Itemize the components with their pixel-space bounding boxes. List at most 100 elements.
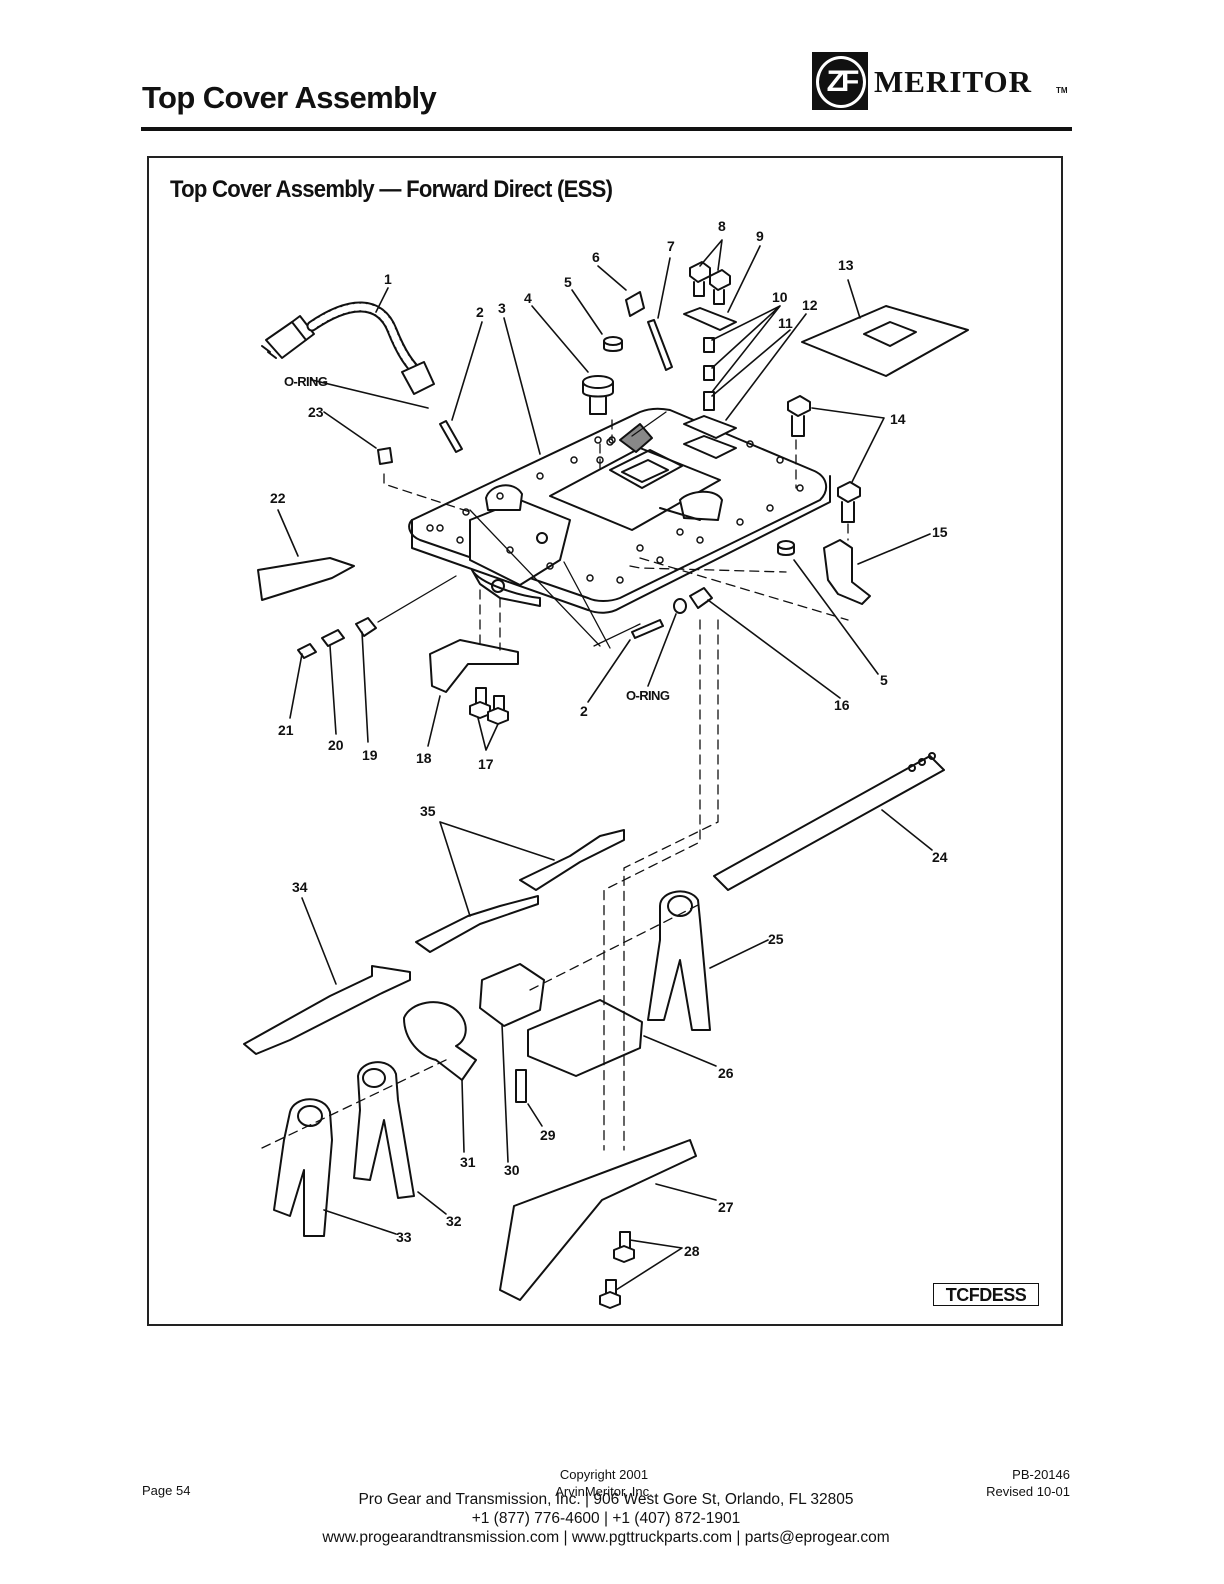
callout-35: 35 xyxy=(420,803,436,819)
callout-22: 22 xyxy=(270,490,286,506)
callout-7: 7 xyxy=(667,238,675,254)
page-number: Page 54 xyxy=(142,1483,191,1498)
callout-13: 13 xyxy=(838,257,854,273)
part-35-gate-bars xyxy=(415,829,625,953)
link-lines xyxy=(377,411,667,649)
figure-title: Top Cover Assembly — Forward Direct (ESS… xyxy=(170,176,613,203)
part-25-shift-fork xyxy=(647,890,711,1031)
part-16-plug xyxy=(673,587,713,614)
part-1-wiring-harness xyxy=(261,301,435,395)
callout-14: 14 xyxy=(890,411,906,427)
part-8-bolts xyxy=(689,261,731,305)
oring-label-upper: O-RING xyxy=(284,374,328,389)
part-18-interlock-bracket xyxy=(429,639,519,693)
part-5-plug-upper xyxy=(603,336,623,352)
part-19-21-plunger-spring xyxy=(297,617,377,659)
callout-5-lower: 5 xyxy=(880,672,888,688)
document-number: PB-20146 xyxy=(1012,1467,1070,1482)
zf-logo-mark: ZF xyxy=(812,52,868,110)
callout-26: 26 xyxy=(718,1065,734,1081)
dealer-stamp: Pro Gear and Transmission, Inc. | 906 We… xyxy=(250,1490,962,1547)
callout-18: 18 xyxy=(416,750,432,766)
callout-11: 11 xyxy=(778,315,793,331)
part-3-top-cover-housing xyxy=(408,407,831,614)
part-24-shift-rail xyxy=(713,752,945,891)
part-31-interlock xyxy=(403,1001,477,1081)
copyright: Copyright 2001 ArvinMeritor, Inc. xyxy=(554,1466,654,1500)
page-title: Top Cover Assembly xyxy=(142,80,437,115)
callout-2-lower: 2 xyxy=(580,703,588,719)
callout-27: 27 xyxy=(718,1199,734,1215)
part-30-shift-lug xyxy=(479,963,545,1027)
part-10-11-springs xyxy=(703,337,715,411)
callout-9: 9 xyxy=(756,228,764,244)
callout-24: 24 xyxy=(932,849,948,865)
figure-code-box: TCFDESS xyxy=(933,1283,1039,1306)
part-28-bolts xyxy=(599,1231,635,1309)
dealer-links: www.progearandtransmission.com | www.pgt… xyxy=(322,1529,890,1546)
part-15-bracket xyxy=(823,539,871,605)
trademark-symbol: TM xyxy=(1056,86,1068,95)
part-7-pin xyxy=(647,319,673,371)
part-12-gasket-plates xyxy=(683,415,737,459)
exploded-parts-diagram: 1 2 3 4 5 6 7 8 9 10 11 12 13 14 15 16 5… xyxy=(243,218,969,1309)
alignment-lines xyxy=(261,419,849,1151)
dealer-address: Pro Gear and Transmission, Inc. | 906 We… xyxy=(358,1491,854,1508)
part-17-bolts xyxy=(469,687,509,725)
callout-31: 31 xyxy=(460,1154,476,1170)
part-6-detent-plunger xyxy=(625,291,645,317)
housing-bolt-holes xyxy=(426,436,804,584)
callout-12: 12 xyxy=(802,297,818,313)
callout-30: 30 xyxy=(504,1162,520,1178)
callout-17: 17 xyxy=(478,756,494,772)
part-4-breather xyxy=(582,375,614,415)
revision-date: Revised 10-01 xyxy=(986,1484,1070,1499)
callout-19: 19 xyxy=(362,747,378,763)
part-13-gasket xyxy=(801,305,969,377)
callout-25: 25 xyxy=(768,931,784,947)
callout-29: 29 xyxy=(540,1127,556,1143)
part-33-shift-fork xyxy=(273,1098,333,1237)
callout-15: 15 xyxy=(932,524,948,540)
document-info: PB-20146 Revised 10-01 xyxy=(962,1466,1070,1500)
callout-33: 33 xyxy=(396,1229,412,1245)
callout-6: 6 xyxy=(592,249,600,265)
part-34-gate-bar xyxy=(243,965,411,1055)
part-2-dowel-pin-upper xyxy=(439,420,463,453)
callout-34: 34 xyxy=(292,879,308,895)
callout-28: 28 xyxy=(684,1243,700,1259)
part-2-dowel-pin-lower xyxy=(631,619,664,639)
callout-20: 20 xyxy=(328,737,344,753)
callout-5-upper: 5 xyxy=(564,274,572,290)
callout-23: 23 xyxy=(308,404,324,420)
oring-label-lower: O-RING xyxy=(626,688,670,703)
callout-16: 16 xyxy=(834,697,850,713)
part-32-shift-fork xyxy=(353,1061,415,1199)
callout-1: 1 xyxy=(384,271,392,287)
part-26-shift-block xyxy=(527,999,643,1077)
callout-3: 3 xyxy=(498,300,506,316)
callout-10: 10 xyxy=(772,289,788,305)
callout-2-upper: 2 xyxy=(476,304,484,320)
meritor-wordmark: MERITOR xyxy=(874,64,1033,99)
part-14-bolts xyxy=(787,395,861,523)
callout-4: 4 xyxy=(524,290,532,306)
part-27-gate-plate xyxy=(499,1139,697,1301)
callout-numbers: 1 2 3 4 5 6 7 8 9 10 11 12 13 14 15 16 5… xyxy=(270,218,948,1259)
figure-frame xyxy=(147,156,1063,1326)
header-rule xyxy=(141,127,1072,131)
part-22-sealant-tube xyxy=(257,557,355,601)
callout-leaders xyxy=(277,239,933,1291)
callout-21: 21 xyxy=(278,722,294,738)
zf-meritor-logo: ZF MERITOR TM xyxy=(812,52,1074,114)
dealer-phone: +1 (877) 776-4600 | +1 (407) 872-1901 xyxy=(471,1510,741,1527)
part-23-plug xyxy=(377,447,393,465)
copyright-line-2: ArvinMeritor, Inc. xyxy=(555,1484,653,1499)
part-29-roll-pin xyxy=(515,1069,527,1103)
zf-logo-letters: ZF xyxy=(816,56,866,108)
part-5-plug-lower xyxy=(777,540,795,556)
part-9-retainer-plate xyxy=(683,307,737,331)
callout-8: 8 xyxy=(718,218,726,234)
copyright-line-1: Copyright 2001 xyxy=(559,1467,649,1482)
callout-32: 32 xyxy=(446,1213,462,1229)
